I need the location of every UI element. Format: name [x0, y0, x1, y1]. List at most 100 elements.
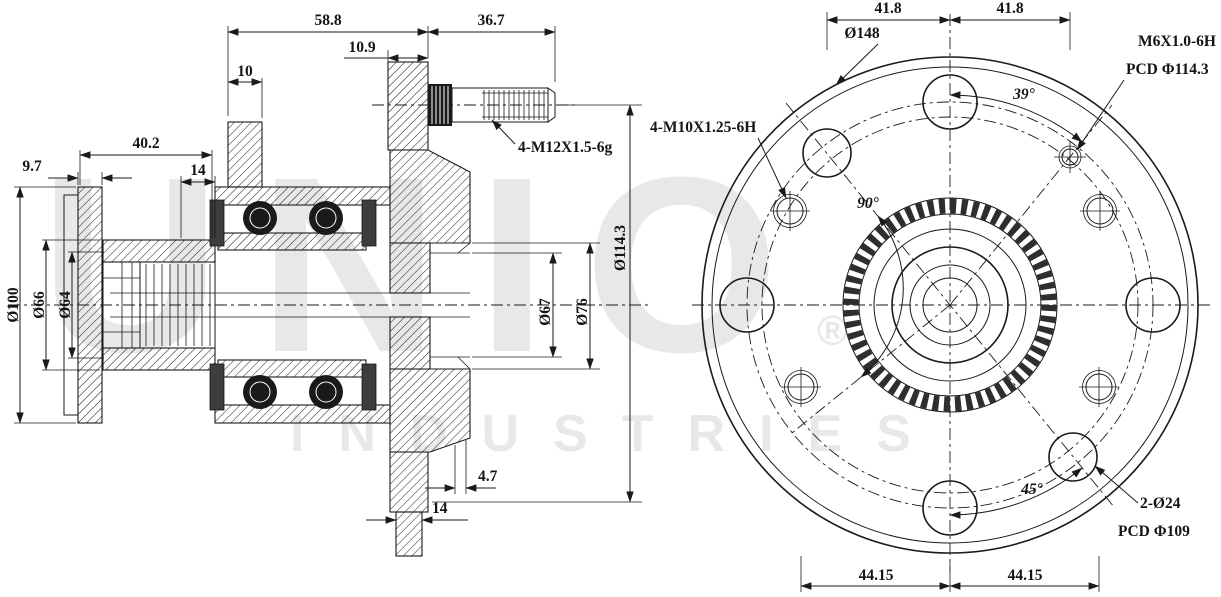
hub-pilot-circle [891, 246, 1009, 364]
front-diagonal-lower-left [791, 304, 951, 434]
pcd-109-label: PCD Φ109 [1118, 523, 1190, 540]
m10-hole-1-centermark [770, 191, 810, 231]
dim-10-9-label: 10.9 [348, 39, 375, 56]
dia-66-label: Ø66 [31, 291, 48, 319]
registered-mark-icon: ® [817, 306, 848, 354]
section-stud [428, 84, 556, 126]
outer-step-circle [711, 66, 1189, 544]
stud-knurl-lines [431, 86, 449, 124]
center-bore-circle [922, 277, 978, 333]
sleeve-top-wall [102, 239, 216, 263]
dim-40-2-label: 40.2 [132, 135, 159, 152]
dia-114-3-label: Ø114.3 [612, 225, 629, 271]
inner-race-bottom [217, 359, 367, 378]
dim-14-upper-label: 14 [190, 162, 206, 179]
inner-race-top [217, 232, 367, 251]
bearing-seal-bottom-right [361, 363, 377, 411]
pcd-circle-outer [746, 101, 1154, 509]
m10-hole-2 [1080, 191, 1120, 231]
leader-m10 [757, 137, 787, 199]
dia-148-label: Ø148 [844, 25, 880, 42]
sleeve-bottom-wall [102, 347, 216, 371]
leader-24 [1094, 465, 1139, 504]
bore-step-circle [909, 264, 991, 346]
tone-ring-teeth [843, 198, 1057, 412]
m10-hole-2-centermark [1080, 191, 1120, 231]
angle-39-label: 39° [1012, 86, 1036, 103]
dim-4-7-label: 4.7 [478, 468, 498, 485]
ball-top-2 [309, 201, 343, 235]
bearing-seal-bottom-left [209, 363, 225, 411]
stud-thread-lines [482, 90, 548, 120]
angle-45-label: 45° [1020, 481, 1044, 498]
counterbore-lines [430, 242, 471, 370]
ball-ring-1 [249, 207, 271, 229]
section-geometry [63, 61, 471, 557]
bore-wall-top [389, 242, 431, 294]
bottom-tab [389, 451, 429, 513]
stud-boss [387, 61, 429, 151]
front-circles [701, 56, 1199, 554]
holes-24-label: 2-Ø24 [1140, 495, 1181, 512]
dim-41-8-right-label: 41.8 [996, 0, 1023, 17]
m10-hole-4 [1079, 367, 1119, 407]
dim-14-lower-label: 14 [432, 500, 448, 517]
m6-hole [1054, 141, 1086, 173]
hole-24-upper-left [802, 128, 852, 178]
spline-teeth-lines [145, 264, 211, 346]
stud-spec-label: 4-M12X1.5-6g [518, 139, 613, 156]
housing-top-tab [227, 121, 263, 188]
dim-10-label: 10 [237, 63, 253, 80]
ball-bottom-1 [243, 375, 277, 409]
stud-tip [547, 87, 556, 123]
seal-cap-detail [103, 262, 140, 348]
m10-hole-3 [781, 367, 821, 407]
arc-39 [949, 91, 1083, 143]
front-view: 41.8 41.8 Ø148 4-M10X1.25-6H M6X1.0-6H P… [650, 0, 1216, 592]
spline-sleeve [139, 261, 216, 349]
ball-ring-4 [315, 381, 337, 403]
dim-58-8-label: 58.8 [314, 12, 341, 29]
m10-spec-label: 4-M10X1.25-6H [650, 119, 756, 136]
outer-flange-circle [701, 56, 1199, 554]
bearing-seal-top-left [209, 199, 225, 247]
m6-hole-centermark [1054, 141, 1086, 173]
section-bearings [209, 199, 377, 411]
tone-ring-inner [858, 213, 1042, 397]
section-view: 58.8 36.7 10.9 10 40.2 [5, 12, 648, 557]
dim-41-8-left-label: 41.8 [874, 0, 901, 17]
ball-ring-2 [315, 207, 337, 229]
leader-d148 [835, 43, 879, 86]
dia-76-label: Ø76 [574, 298, 591, 326]
bore-wall-bottom [389, 316, 431, 370]
bottom-tab-narrow [395, 511, 423, 557]
dia-64-label: Ø64 [57, 291, 74, 319]
flange-web-top [389, 149, 471, 244]
section-dimensions: 58.8 36.7 10.9 10 40.2 [5, 12, 642, 526]
flange-section [77, 186, 103, 424]
leader-m6 [1076, 79, 1125, 151]
stud-hole-left [719, 277, 775, 333]
bearing-seal-top-right [361, 199, 377, 247]
tone-ring-outer [842, 197, 1058, 413]
arc-90 [860, 215, 904, 378]
dim-9-7-label: 9.7 [22, 158, 42, 175]
flange-web-bottom [389, 368, 471, 453]
ball-top-1 [243, 201, 277, 235]
front-centerlines [692, 14, 1212, 572]
dia-100-label: Ø100 [5, 287, 22, 323]
pcd-114-3-label: PCD Φ114.3 [1126, 61, 1209, 78]
dim-44-15-left-label: 44.15 [859, 567, 894, 584]
ball-ring-3 [249, 381, 271, 403]
dia-67-label: Ø67 [537, 298, 554, 326]
front-dimensions: 41.8 41.8 Ø148 4-M10X1.25-6H M6X1.0-6H P… [650, 0, 1216, 592]
m10-hole-1 [770, 191, 810, 231]
angle-90-label: 90° [857, 195, 880, 212]
m10-hole-3-centermark [781, 367, 821, 407]
dim-36-7-label: 36.7 [477, 12, 504, 29]
arc-45 [949, 467, 1083, 519]
m10-hole-4-centermark [1079, 367, 1119, 407]
dim-44-15-right-label: 44.15 [1008, 567, 1043, 584]
m6-spec-label: M6X1.0-6H [1138, 33, 1216, 50]
